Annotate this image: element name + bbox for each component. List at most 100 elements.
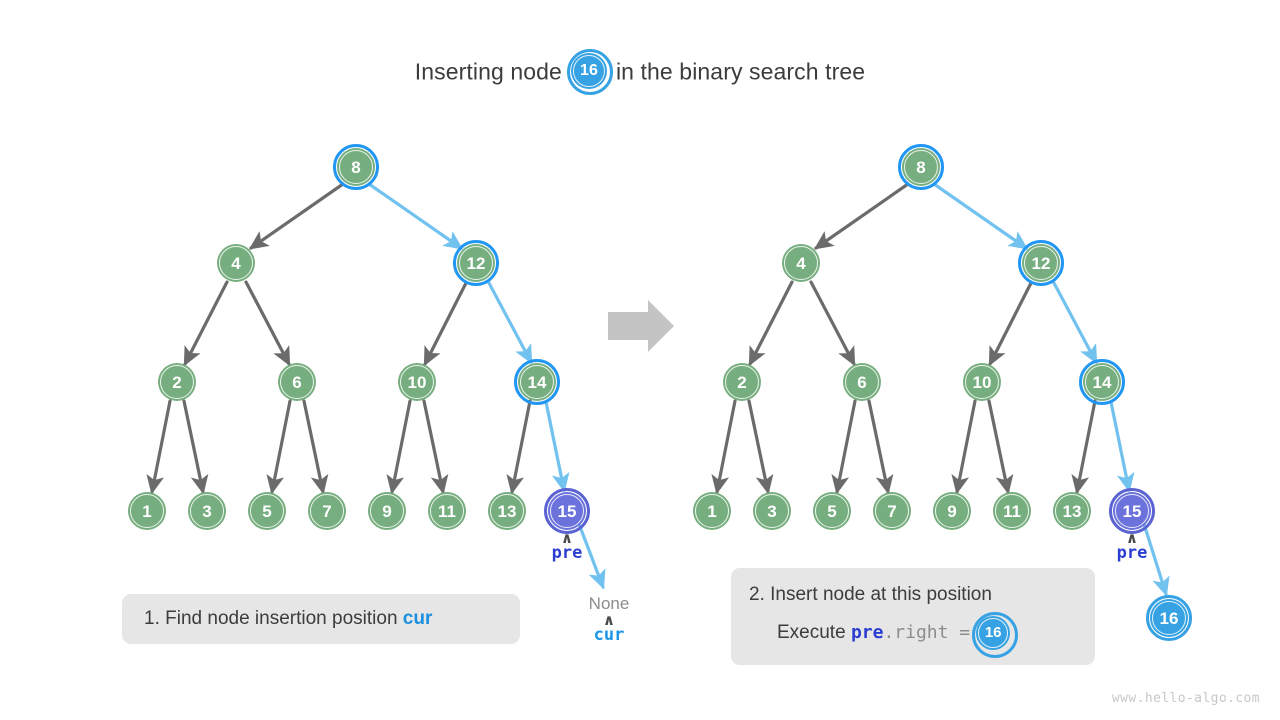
tree-node-9: 9: [933, 492, 971, 530]
node-value: 13: [1062, 501, 1082, 521]
node-inner-ring: [1055, 494, 1089, 528]
tree-node-3: 3: [188, 492, 226, 530]
caption-right-line-2: Execute pre.right = 16: [749, 611, 1077, 658]
tree-node-9: 9: [368, 492, 406, 530]
node-value: 5: [827, 501, 837, 521]
node-value: 13: [497, 501, 517, 521]
tree-node-6: 6: [843, 363, 881, 401]
tree-node-4: 4: [217, 244, 255, 282]
left-pre-label: pre: [551, 543, 583, 563]
node-inner-ring: [430, 494, 464, 528]
node-inner-ring: [219, 246, 253, 280]
node-value: 7: [322, 501, 332, 521]
node-value: 3: [202, 501, 212, 521]
left-none-pointer: None ∧ cur: [564, 593, 654, 645]
right-pre-pointer: ∧ pre: [1102, 529, 1162, 564]
tree-node-14: 14: [1079, 359, 1125, 405]
node-value: 9: [382, 501, 392, 521]
node-value: 4: [231, 253, 241, 273]
tree-node-5: 5: [248, 492, 286, 530]
node-inner-ring: [875, 494, 909, 528]
caption-right-node-16: 16: [972, 611, 1019, 658]
page-title: Inserting node 16 in the binary search tre…: [0, 49, 1280, 95]
node-value: 16: [1159, 608, 1179, 628]
node-inner-ring: [190, 494, 224, 528]
caption-left-text: Find node insertion position: [165, 608, 398, 629]
tree-node-3: 3: [753, 492, 791, 530]
node-value: 14: [527, 372, 547, 392]
node-value: 9: [947, 501, 957, 521]
node-value: 15: [557, 501, 577, 521]
node-inner-ring: [845, 365, 879, 399]
caption-step-1: 1. Find node insertion position cur: [122, 594, 520, 644]
node-value: 2: [737, 372, 747, 392]
left-cur-caret: ∧: [602, 611, 616, 629]
tree-node-6: 6: [278, 363, 316, 401]
title-suffix: in the binary search tree: [615, 58, 866, 85]
node-value: 11: [1003, 501, 1021, 521]
node-inner-ring: [400, 365, 434, 399]
left-none-label: None: [588, 594, 630, 613]
title-node-value: 16: [579, 62, 598, 79]
node-value: 10: [972, 372, 992, 392]
left-cur-label: cur: [593, 625, 625, 645]
node-value: 12: [1031, 253, 1051, 273]
node-value: 14: [1092, 372, 1112, 392]
tree-node-10: 10: [398, 363, 436, 401]
caption-right-node-value: 16: [984, 624, 1002, 641]
tree-node-10: 10: [963, 363, 1001, 401]
tree-node-1: 1: [128, 492, 166, 530]
node-value: 11: [438, 501, 456, 521]
tree-node-13: 13: [1053, 492, 1091, 530]
tree-node-2: 2: [723, 363, 761, 401]
node-value: 7: [887, 501, 897, 521]
right-pre-label: pre: [1116, 543, 1148, 563]
title-node-16: 16: [566, 49, 613, 95]
caption-right-number: 2.: [749, 583, 765, 605]
right-pre-caret: ∧: [1125, 529, 1139, 547]
node-value: 10: [407, 372, 427, 392]
title-prefix: Inserting node: [414, 58, 562, 85]
caption-right-code: .right =: [883, 622, 971, 643]
node-inner-ring: [995, 494, 1029, 528]
tree-node-16: 16: [1146, 595, 1192, 641]
caption-left-number: 1.: [144, 608, 160, 629]
node-inner-ring: [965, 365, 999, 399]
tree-node-12: 12: [453, 240, 499, 286]
caption-step-2: 2. Insert node at this position Execute …: [731, 568, 1095, 665]
tree-node-14: 14: [514, 359, 560, 405]
tree-node-12: 12: [1018, 240, 1064, 286]
caption-right-line-1: 2. Insert node at this position: [749, 584, 1077, 606]
tree-node-8: 8: [333, 144, 379, 190]
caption-right-execute: Execute: [777, 621, 846, 643]
node-inner-ring: [784, 246, 818, 280]
tree-node-11: 11: [428, 492, 466, 530]
node-inner-ring: [160, 365, 194, 399]
node-value: 15: [1122, 501, 1142, 521]
tree-node-15: 15: [1109, 488, 1155, 534]
node-inner-ring: [250, 494, 284, 528]
tree-node-11: 11: [993, 492, 1031, 530]
node-inner-ring: [130, 494, 164, 528]
caption-right-text: Insert node at this position: [770, 583, 992, 605]
left-pre-caret: ∧: [560, 529, 574, 547]
tree-node-15: 15: [544, 488, 590, 534]
caption-left-pointer: cur: [402, 608, 433, 629]
node-inner-ring: [755, 494, 789, 528]
node-value: 1: [142, 501, 152, 521]
tree-node-7: 7: [873, 492, 911, 530]
node-value: 4: [796, 253, 806, 273]
node-value: 6: [292, 372, 302, 392]
watermark: www.hello-algo.com: [1111, 691, 1260, 706]
tree-node-2: 2: [158, 363, 196, 401]
node-inner-ring: [280, 365, 314, 399]
node-value: 6: [857, 372, 867, 392]
node-inner-ring: [815, 494, 849, 528]
caption-right-pre: pre: [850, 622, 884, 643]
node-inner-ring: [935, 494, 969, 528]
tree-node-5: 5: [813, 492, 851, 530]
node-value: 1: [707, 501, 717, 521]
tree-node-7: 7: [308, 492, 346, 530]
node-inner-ring: [695, 494, 729, 528]
